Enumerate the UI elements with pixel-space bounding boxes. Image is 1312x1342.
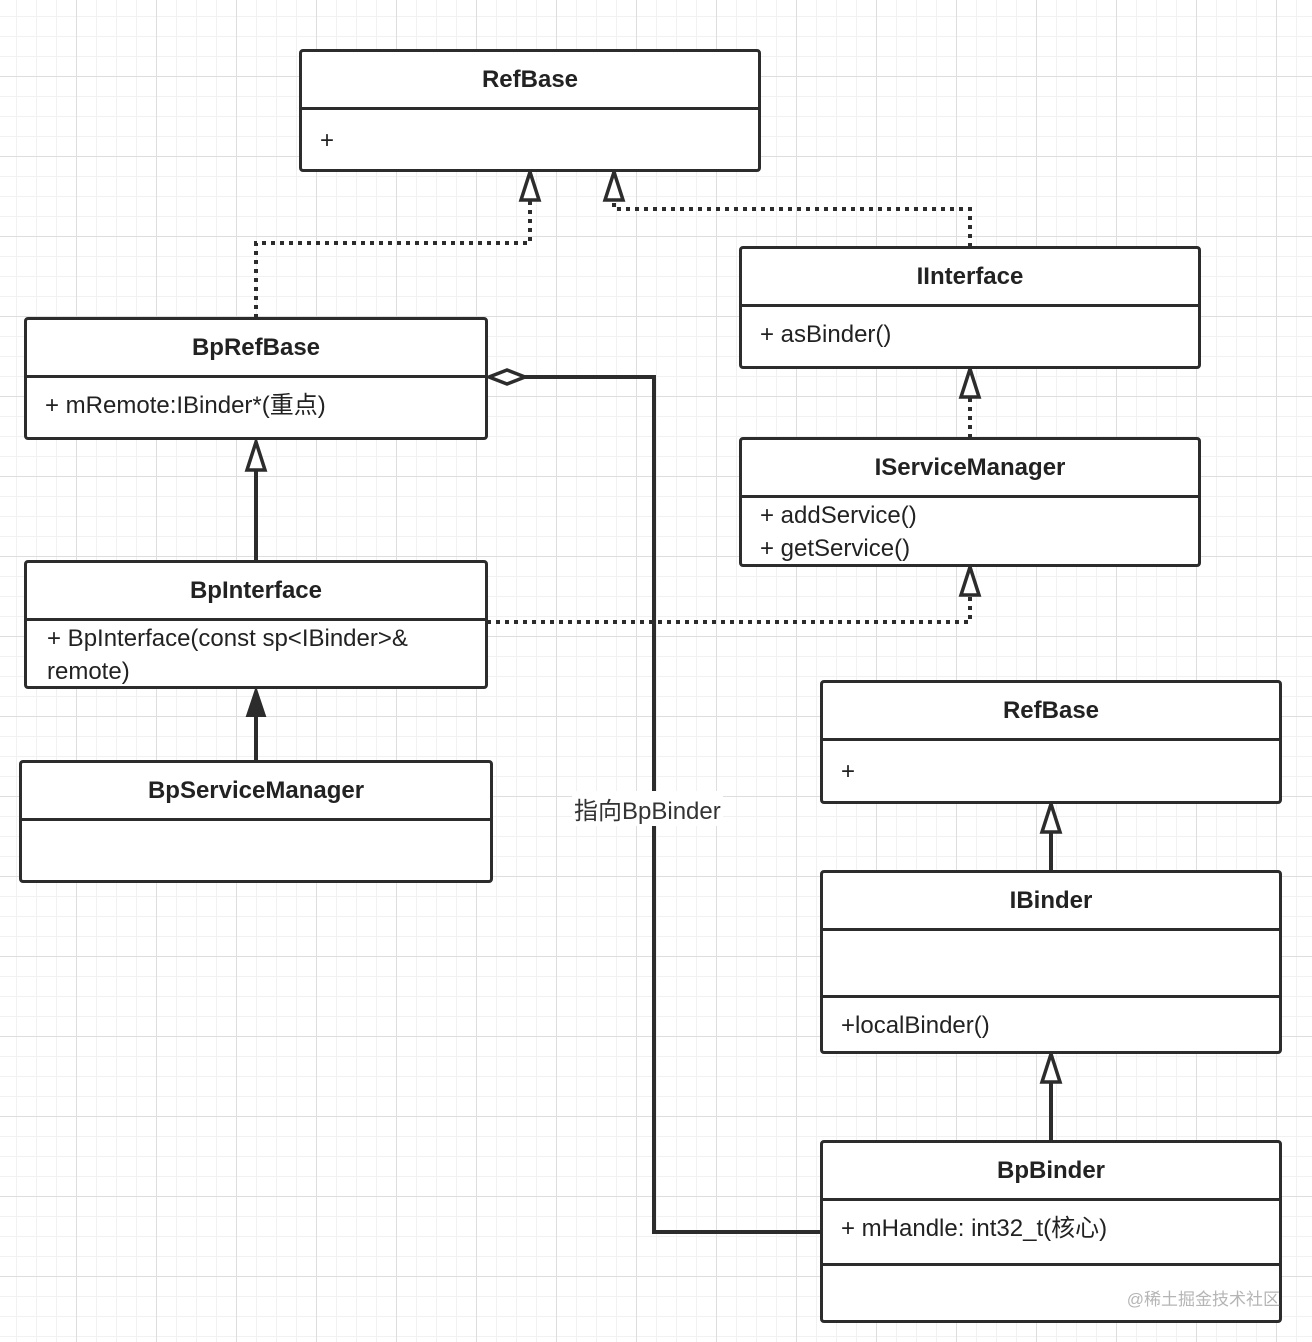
class-members: + BpInterface(const sp<IBinder>& remote) bbox=[47, 625, 408, 685]
class-name: IBinder bbox=[823, 873, 1279, 931]
class-name: IInterface bbox=[742, 249, 1198, 307]
class-members: + mRemote:IBinder*(重点) bbox=[45, 392, 326, 419]
class-members: + bbox=[841, 758, 856, 785]
hollow-arrowhead bbox=[958, 561, 982, 597]
class-members bbox=[823, 931, 1279, 995]
member-get-service: + getService() bbox=[760, 535, 911, 562]
member-add-service: + addService() bbox=[760, 502, 917, 529]
realization-bpinterface-to-iservicemanager bbox=[487, 595, 972, 624]
class-refbase-top: RefBase + bbox=[299, 49, 761, 172]
class-methods bbox=[823, 1263, 1279, 1320]
realization-bprefbase-to-refbase bbox=[254, 200, 532, 318]
class-members: + asBinder() bbox=[760, 321, 892, 348]
class-members: + bbox=[320, 127, 335, 154]
class-refbase-bottom: RefBase + bbox=[820, 680, 1282, 804]
class-bpbinder: BpBinder + mHandle: int32_t(核心) bbox=[820, 1140, 1282, 1323]
class-methods: +localBinder() bbox=[823, 995, 1279, 1051]
aggregation-label: 指向BpBinder bbox=[572, 791, 723, 826]
class-bprefbase: BpRefBase + mRemote:IBinder*(重点) bbox=[24, 317, 488, 440]
class-bpservicemanager: BpServiceManager bbox=[19, 760, 493, 883]
class-name: RefBase bbox=[302, 52, 758, 110]
hollow-arrowhead bbox=[958, 363, 982, 399]
realization-iinterface-to-refbase bbox=[612, 200, 972, 247]
class-name: IServiceManager bbox=[742, 440, 1198, 498]
class-members: + addService() + getService() bbox=[742, 498, 1198, 565]
class-members: + mHandle: int32_t(核心) bbox=[841, 1215, 1108, 1242]
class-ibinder: IBinder +localBinder() bbox=[820, 870, 1282, 1054]
class-members bbox=[22, 821, 490, 880]
class-name: BpRefBase bbox=[27, 320, 485, 378]
class-bpinterface: BpInterface + BpInterface(const sp<IBind… bbox=[24, 560, 488, 689]
hollow-arrowhead bbox=[1039, 798, 1063, 834]
hollow-arrowhead bbox=[602, 166, 626, 202]
hollow-arrowhead bbox=[518, 166, 542, 202]
class-iservicemanager: IServiceManager + addService() + getServ… bbox=[739, 437, 1201, 567]
aggregation-diamond bbox=[484, 368, 530, 386]
class-name: BpInterface bbox=[27, 563, 485, 621]
class-name: RefBase bbox=[823, 683, 1279, 741]
class-name: BpServiceManager bbox=[22, 763, 490, 821]
class-name: BpBinder bbox=[823, 1143, 1279, 1201]
hollow-arrowhead bbox=[1039, 1048, 1063, 1084]
class-iinterface: IInterface + asBinder() bbox=[739, 246, 1201, 369]
hollow-arrowhead bbox=[244, 436, 268, 472]
watermark: @稀土掘金技术社区 bbox=[1126, 1290, 1280, 1309]
filled-arrowhead bbox=[245, 685, 267, 717]
